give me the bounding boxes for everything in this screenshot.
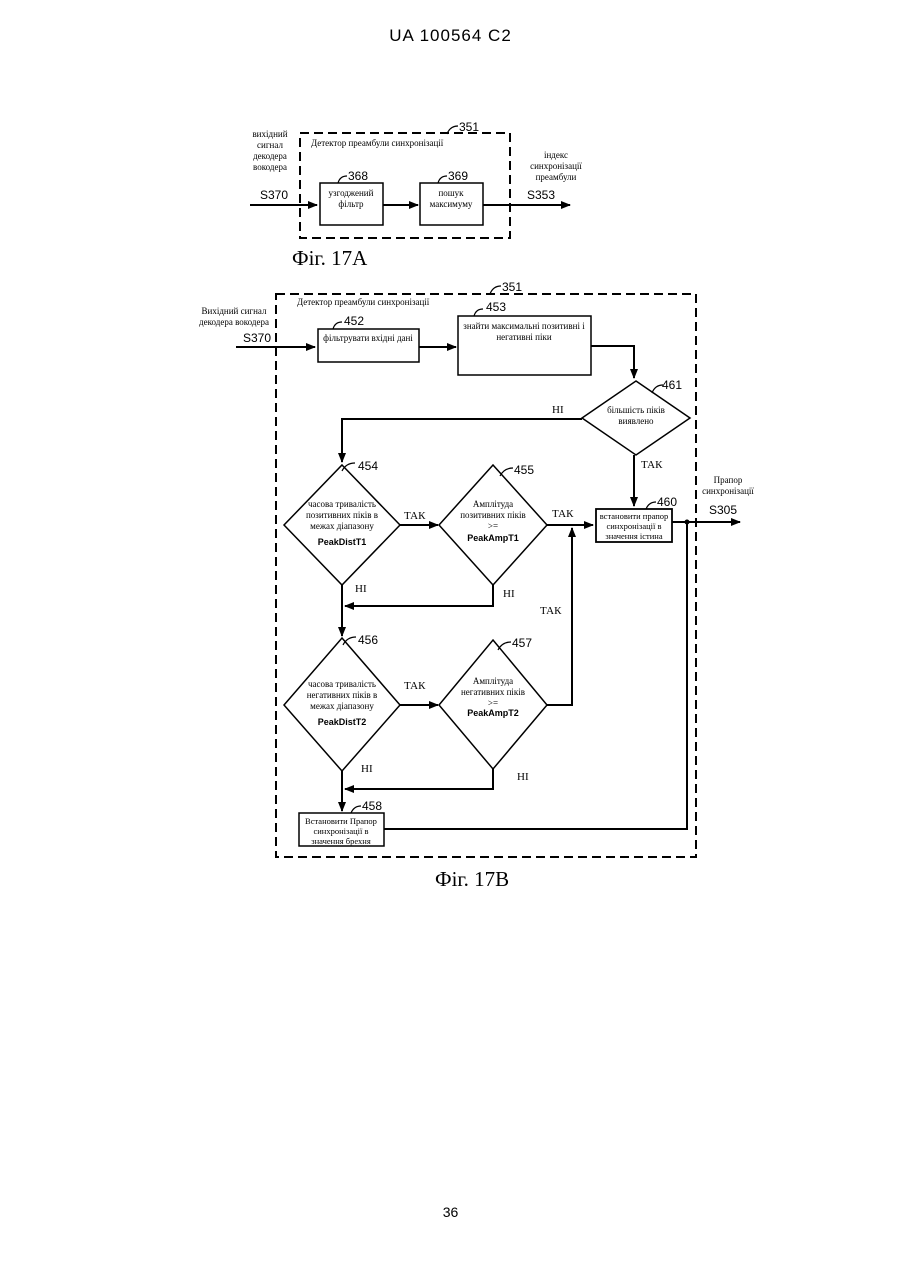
label-461-no: НІ [552, 404, 564, 416]
label-455-no: НІ [503, 588, 515, 600]
ref-454: 454 [358, 459, 378, 473]
output-signal-17a: S353 [527, 188, 555, 202]
neg-peak-duration-label: часова тривалість [308, 679, 376, 689]
leader-453 [474, 309, 483, 316]
svg-text:преамбули: преамбули [536, 172, 577, 182]
arrow-453-to-461 [591, 346, 634, 378]
neg-peak-amplitude-label: Амплітуда [473, 676, 513, 686]
svg-text:виявлено: виявлено [618, 416, 654, 426]
svg-text:вихідний: вихідний [252, 129, 287, 139]
svg-text:вокодера: вокодера [253, 162, 287, 172]
svg-text:сигнал: сигнал [257, 140, 283, 150]
svg-text:негативних піків в: негативних піків в [307, 690, 378, 700]
svg-text:декодера: декодера [253, 151, 287, 161]
pos-peak-duration-label: часова тривалість [308, 499, 376, 509]
set-flag-true-label: встановити прапор [600, 511, 669, 521]
label-454-yes: ТАК [404, 510, 426, 522]
filter-input-label: фільтрувати вхідні дані [323, 333, 413, 343]
find-peaks-label: знайти максимальні позитивні і [463, 321, 585, 331]
svg-text:синхронізації в: синхронізації в [606, 521, 661, 531]
ref-460: 460 [657, 495, 677, 509]
caption-17b: Фіг. 17B [435, 867, 509, 891]
leader-369 [438, 176, 447, 183]
svg-text:синхронізації: синхронізації [702, 486, 754, 496]
label-454-no: НІ [355, 583, 367, 595]
svg-text:>=: >= [488, 698, 498, 708]
param-peakdistt2: PeakDistT2 [318, 717, 367, 727]
svg-text:значення істина: значення істина [605, 531, 662, 541]
svg-text:негативних піків: негативних піків [461, 687, 525, 697]
line-458-to-output [384, 522, 687, 829]
ref-456: 456 [358, 633, 378, 647]
leader-351b [490, 286, 501, 294]
svg-text:синхронізації в: синхронізації в [313, 826, 368, 836]
page-number: 36 [0, 1204, 901, 1220]
param-peakampt2: PeakAmpT2 [467, 708, 519, 718]
leader-452 [333, 322, 342, 329]
label-455-yes: ТАК [552, 508, 574, 520]
svg-text:декодера вокодера: декодера вокодера [199, 317, 269, 327]
matched-filter-label: узгоджений [329, 188, 374, 198]
label-457-yes: ТАК [540, 605, 562, 617]
label-461-yes: ТАК [641, 459, 663, 471]
ref-458: 458 [362, 799, 382, 813]
svg-text:Прапор: Прапор [714, 475, 743, 485]
svg-text:позитивних піків: позитивних піків [460, 510, 526, 520]
output-label-17a: індекс синхронізації преамбули [530, 150, 582, 182]
ref-452: 452 [344, 314, 364, 328]
arrow-461-no [342, 419, 582, 462]
label-456-yes: ТАК [404, 680, 426, 692]
svg-text:синхронізації: синхронізації [530, 161, 582, 171]
svg-text:негативні піки: негативні піки [496, 332, 552, 342]
ref-461: 461 [662, 378, 682, 392]
ref-351a: 351 [459, 120, 479, 134]
detector-title-17b: Детектор преамбули синхронізації [297, 297, 430, 307]
svg-text:межах діапазону: межах діапазону [310, 521, 374, 531]
leader-460 [646, 502, 656, 509]
svg-text:межах діапазону: межах діапазону [310, 701, 374, 711]
ref-453: 453 [486, 300, 506, 314]
input-label-17a: вихідний сигнал декодера вокодера [252, 129, 287, 172]
figure-17a: вихідний сигнал декодера вокодера S370 Д… [250, 120, 582, 270]
svg-text:>=: >= [488, 521, 498, 531]
svg-text:значення брехня: значення брехня [311, 836, 371, 846]
label-457-no: НІ [517, 771, 529, 783]
ref-351b: 351 [502, 280, 522, 294]
param-peakampt1: PeakAmpT1 [467, 533, 519, 543]
param-peakdistt1: PeakDistT1 [318, 537, 367, 547]
ref-455: 455 [514, 463, 534, 477]
output-signal-17b: S305 [709, 503, 737, 517]
majority-peaks-label: більшість піків [607, 405, 665, 415]
pos-peak-amplitude-label: Амплітуда [473, 499, 513, 509]
svg-text:індекс: індекс [544, 150, 568, 160]
input-label-17b: Вихідний сигнал декодера вокодера [199, 306, 269, 327]
detector-title-17a: Детектор преамбули синхронізації [311, 138, 444, 148]
ref-368: 368 [348, 169, 368, 183]
figure-17b: Детектор преамбули синхронізації 351 Вих… [199, 280, 754, 891]
caption-17a: Фіг. 17A [292, 246, 368, 270]
ref-457: 457 [512, 636, 532, 650]
max-search-label: пошук [438, 188, 464, 198]
svg-text:фільтр: фільтр [338, 199, 364, 209]
svg-text:Вихідний сигнал: Вихідний сигнал [202, 306, 267, 316]
arrow-455-no [345, 585, 493, 606]
input-signal-17b: S370 [243, 331, 271, 345]
set-flag-false-label: Встановити Прапор [305, 816, 377, 826]
svg-text:максимуму: максимуму [430, 199, 473, 209]
svg-text:позитивних піків в: позитивних піків в [306, 510, 378, 520]
ref-369: 369 [448, 169, 468, 183]
leader-458 [351, 806, 361, 813]
input-signal-17a: S370 [260, 188, 288, 202]
label-456-no: НІ [361, 763, 373, 775]
leader-368 [338, 176, 347, 183]
output-label-17b: Прапор синхронізації [702, 475, 754, 496]
